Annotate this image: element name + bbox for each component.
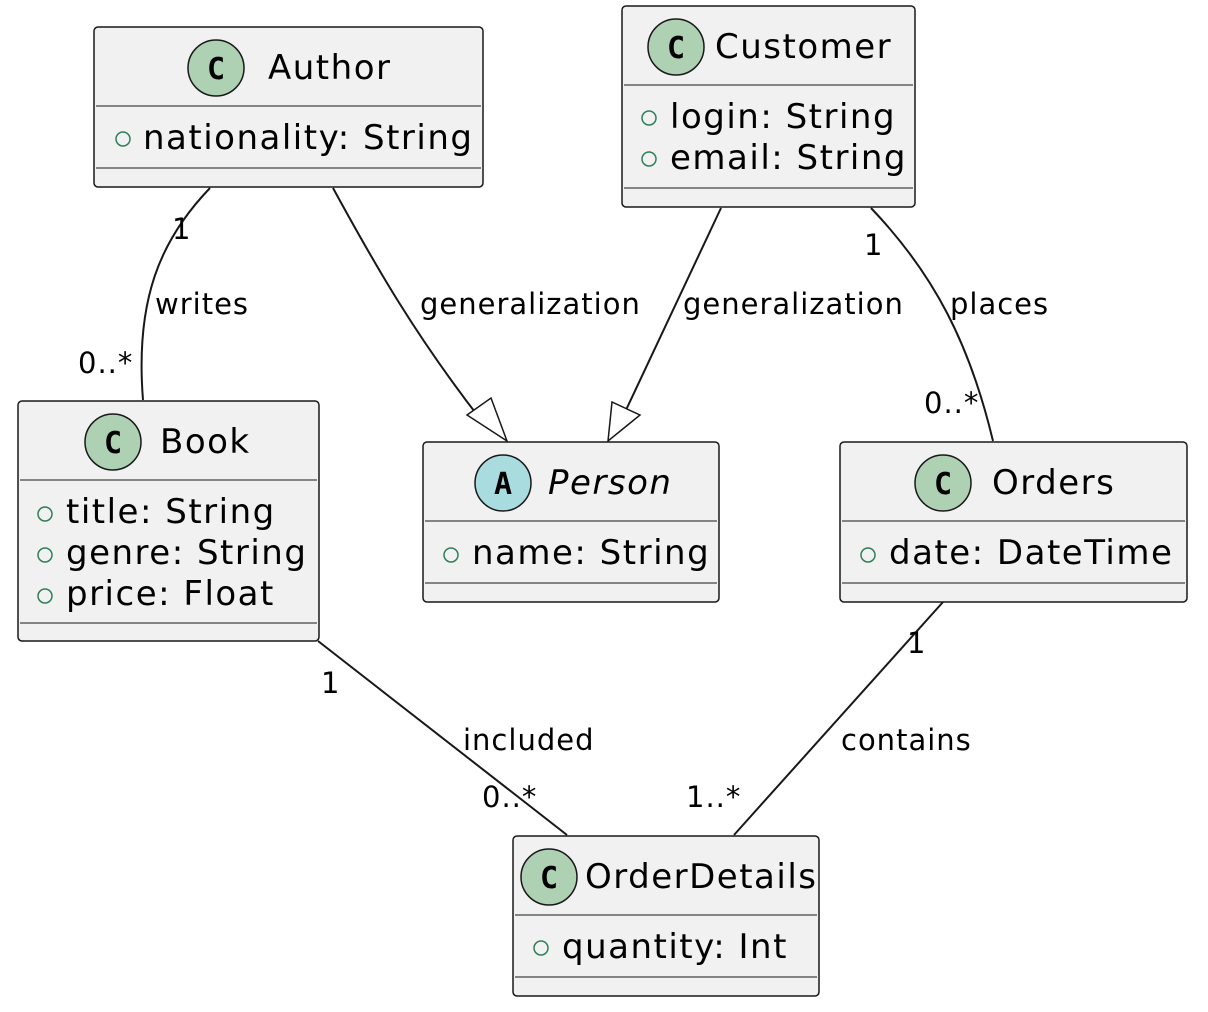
class-customer[interactable]: C Customer login: String email: String xyxy=(621,5,916,208)
public-visibility-icon xyxy=(860,547,876,563)
attribute: name: String xyxy=(472,533,710,573)
relation-customer-orders: places 1 0..* xyxy=(864,207,1049,442)
multiplicity-orderdetails-contains: 1..* xyxy=(686,780,741,814)
class-person[interactable]: A Person name: String xyxy=(422,441,720,603)
public-visibility-icon xyxy=(115,131,131,147)
relation-author-person: generalization xyxy=(332,187,641,443)
relation-label-places: places xyxy=(950,287,1049,321)
abstract-stereotype-icon xyxy=(474,454,532,512)
generalization-arrowhead xyxy=(465,396,509,443)
stereotype-letter: C xyxy=(540,861,558,896)
stereotype-letter: A xyxy=(494,467,512,502)
relation-label-writes: writes xyxy=(155,287,249,321)
relation-line xyxy=(332,187,482,421)
class-stereotype-icon xyxy=(187,39,245,97)
class-name: Book xyxy=(160,422,251,462)
class-stereotype-icon xyxy=(520,848,578,906)
relation-book-orderdetails: included 1 0..* xyxy=(317,640,594,836)
public-visibility-icon xyxy=(37,547,53,563)
class-orders[interactable]: C Orders date: DateTime xyxy=(839,441,1188,603)
stereotype-letter: C xyxy=(667,31,685,66)
multiplicity-orders-contains: 1 xyxy=(907,626,926,660)
class-name: Customer xyxy=(715,27,892,67)
generalization-arrowhead xyxy=(607,400,642,443)
multiplicity-orderdetails-included: 0..* xyxy=(482,780,537,814)
class-author[interactable]: C Author nationality: String xyxy=(93,26,484,188)
class-stereotype-icon xyxy=(84,413,142,471)
relation-label-contains: contains xyxy=(841,723,972,757)
class-book[interactable]: C Book title: String genre: String price… xyxy=(17,400,320,642)
multiplicity-orders-places: 0..* xyxy=(924,386,979,420)
multiplicity-author-writes: 1 xyxy=(172,212,191,246)
attribute: date: DateTime xyxy=(889,533,1173,573)
stereotype-letter: C xyxy=(104,426,122,461)
stereotype-letter: C xyxy=(934,467,952,502)
multiplicity-customer-places: 1 xyxy=(864,228,883,262)
attribute: quantity: Int xyxy=(562,927,788,967)
relation-orders-orderdetails: contains 1 1..* xyxy=(686,601,972,836)
class-name: OrderDetails xyxy=(585,857,818,897)
relation-line xyxy=(733,601,944,836)
public-visibility-icon xyxy=(533,940,549,956)
class-orderdetails[interactable]: C OrderDetails quantity: Int xyxy=(512,835,820,997)
attribute: login: String xyxy=(670,97,896,137)
relation-line xyxy=(625,207,722,411)
attribute: genre: String xyxy=(66,533,307,573)
multiplicity-book-included: 1 xyxy=(321,666,340,700)
relation-line xyxy=(870,207,994,442)
relation-label-generalization: generalization xyxy=(420,287,641,321)
attribute: title: String xyxy=(66,492,276,532)
class-name: Person xyxy=(548,463,672,503)
relation-label-generalization: generalization xyxy=(683,287,904,321)
public-visibility-icon xyxy=(443,547,459,563)
class-box xyxy=(512,835,820,997)
class-name: Author xyxy=(268,48,391,88)
relation-label-included: included xyxy=(463,723,594,757)
stereotype-letter: C xyxy=(207,52,225,87)
relation-line xyxy=(317,640,568,836)
class-stereotype-icon xyxy=(914,454,972,512)
public-visibility-icon xyxy=(641,110,657,126)
public-visibility-icon xyxy=(37,506,53,522)
relation-line xyxy=(140,187,211,401)
relation-author-book: writes 1 0..* xyxy=(78,187,249,401)
class-stereotype-icon xyxy=(647,18,705,76)
public-visibility-icon xyxy=(37,588,53,604)
public-visibility-icon xyxy=(641,151,657,167)
attribute: price: Float xyxy=(66,574,275,614)
relation-customer-person: generalization xyxy=(607,207,904,443)
multiplicity-book-writes: 0..* xyxy=(78,346,133,380)
attribute: email: String xyxy=(670,138,907,178)
attribute: nationality: String xyxy=(143,118,473,158)
class-name: Orders xyxy=(992,463,1115,503)
